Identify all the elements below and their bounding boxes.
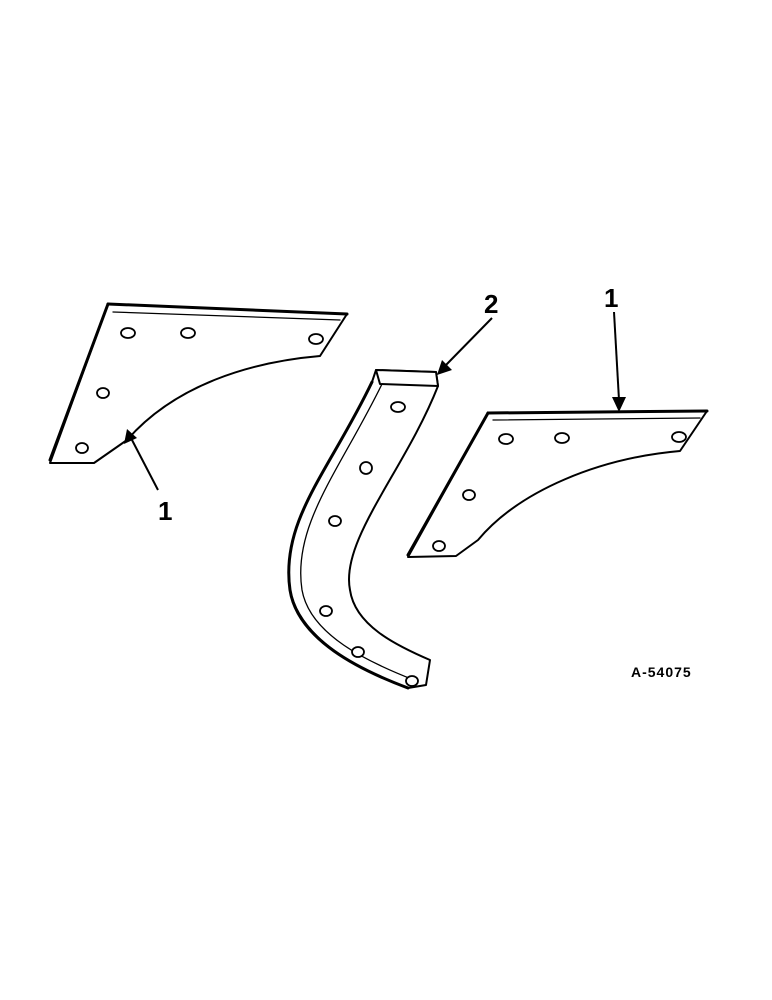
center-support-leader	[437, 317, 493, 375]
left-bracket-leader	[124, 429, 159, 491]
leader-line	[131, 439, 159, 491]
right-bracket-left-flange	[406, 411, 490, 557]
right-bracket-hole	[554, 432, 570, 444]
right-corner-bracket	[406, 409, 709, 558]
support-hole	[405, 675, 419, 687]
right-bracket-top-flange	[486, 409, 709, 415]
support-hole	[328, 515, 342, 527]
support-inner-edge	[348, 385, 439, 661]
center-curved-support	[287, 369, 439, 690]
arrowhead	[124, 429, 137, 444]
left-bracket-hole	[96, 387, 110, 399]
left-bracket-hole	[180, 327, 196, 339]
left-bracket-hole	[308, 333, 324, 345]
right-bracket-plate	[407, 410, 708, 558]
arrowhead	[612, 397, 626, 412]
right-bracket-hole	[498, 433, 514, 445]
right-bracket-hole	[432, 540, 446, 552]
figure-reference-number: A-54075	[631, 664, 692, 680]
left-bracket-top-flange	[106, 302, 349, 316]
callout-left-bracket: 1	[158, 496, 172, 526]
right-bracket-leader	[612, 311, 626, 412]
leader-line	[613, 311, 620, 401]
support-outer-edge	[287, 380, 410, 690]
arrowhead	[437, 360, 452, 375]
callout-center-support: 2	[484, 289, 498, 319]
left-bracket-left-flange	[48, 302, 110, 462]
left-bracket-hole	[120, 327, 136, 339]
left-bracket-hole	[75, 442, 89, 454]
support-flange-line	[300, 383, 415, 681]
leader-line	[444, 317, 493, 367]
support-top-cap	[375, 369, 439, 387]
right-bracket-hole	[671, 431, 687, 443]
callout-right-bracket: 1	[604, 283, 618, 313]
support-hole	[319, 605, 333, 617]
right-bracket-flange-line	[492, 417, 701, 421]
left-bracket-plate	[49, 303, 348, 464]
support-hole	[390, 401, 406, 413]
left-corner-bracket	[48, 302, 349, 464]
support-hole	[359, 461, 373, 475]
support-hole	[351, 646, 365, 658]
left-bracket-flange-line	[112, 311, 341, 321]
right-bracket-hole	[462, 489, 476, 501]
